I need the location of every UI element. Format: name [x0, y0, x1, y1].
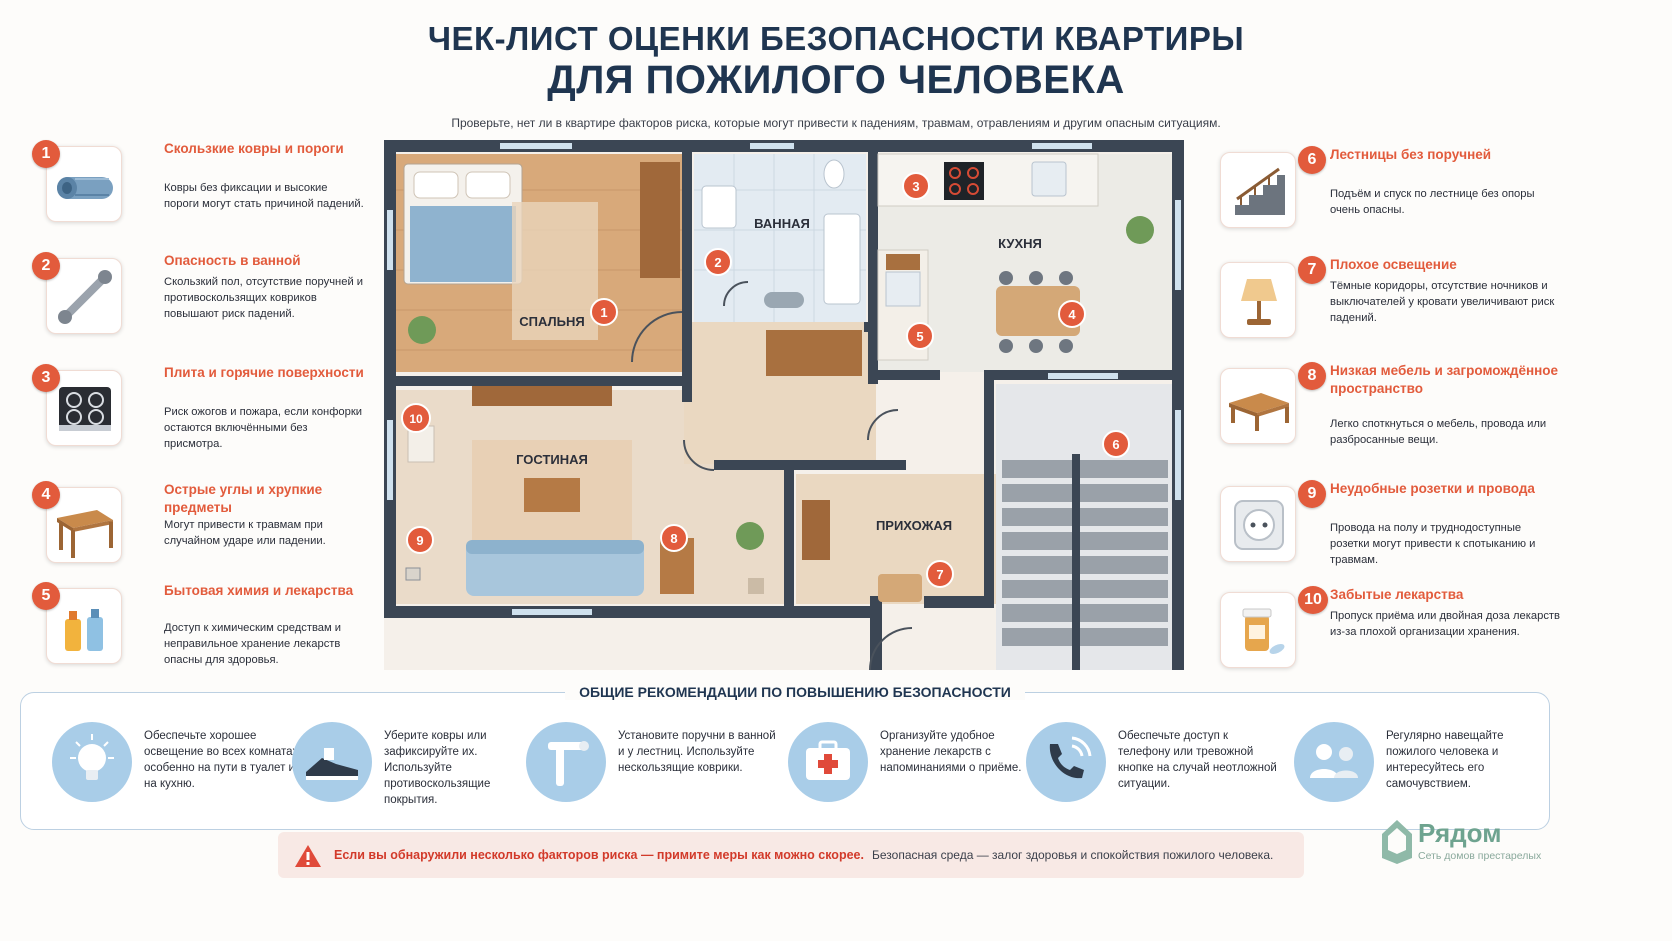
page-title-line2: ДЛЯ ПОЖИЛОГО ЧЕЛОВЕКА	[547, 58, 1125, 102]
first-aid-icon	[788, 722, 868, 802]
risk-number: 10	[1298, 586, 1328, 614]
risk-desc: Пропуск приёма или двойная доза лекарств…	[1330, 610, 1560, 638]
risk-item-10: 10 Забытые лекарства Пропуск приёма или …	[1216, 586, 1560, 696]
risk-title: Плохое освещение	[1330, 257, 1457, 272]
risk-title: Скользкие ковры и пороги	[164, 141, 344, 156]
risk-desc: Ковры без фиксации и высокие пороги могу…	[164, 182, 364, 210]
grab-bar-icon	[46, 258, 122, 334]
risk-item-1: 1 Скользкие ковры и пороги Ковры без фик…	[32, 140, 364, 250]
risk-marker-6: 6	[1102, 430, 1130, 458]
risk-marker-7: 7	[926, 560, 954, 588]
svg-text:9: 9	[416, 533, 423, 548]
room-label-hall: ПРИХОЖАЯ	[876, 518, 952, 533]
room-label-kitchen: КУХНЯ	[998, 236, 1042, 251]
lamp-icon	[1220, 262, 1296, 338]
risk-item-8: 8 Низкая мебель и загромождённое простра…	[1216, 362, 1558, 472]
house-logo-icon	[1382, 820, 1412, 864]
risk-item-9: 9 Неудобные розетки и провода Провода на…	[1216, 480, 1536, 590]
table-icon	[46, 487, 122, 563]
risk-marker-8: 8	[660, 524, 688, 552]
risk-number: 7	[1298, 256, 1326, 284]
risk-marker-1: 1	[590, 298, 618, 326]
svg-text:6: 6	[1112, 437, 1119, 452]
risk-number: 1	[32, 140, 60, 168]
lightbulb-icon	[52, 722, 132, 802]
risk-item-7: 7 Плохое освещение Тёмные коридоры, отсу…	[1216, 256, 1554, 366]
risk-number: 3	[32, 364, 60, 392]
risk-number: 2	[32, 252, 60, 280]
recommendations-title: ОБЩИЕ РЕКОМЕНДАЦИИ ПО ПОВЫШЕНИЮ БЕЗОПАСН…	[565, 684, 1025, 700]
risk-item-6: 6 Лестницы без поручней Подъём и спуск п…	[1216, 146, 1536, 256]
risk-desc: Скользкий пол, отсутствие поручней и про…	[164, 276, 364, 320]
risk-item-3: 3 Плита и горячие поверхности Риск ожого…	[32, 364, 364, 474]
svg-text:1: 1	[600, 305, 607, 320]
recommendation-text: Установите поручни в ванной и у лестниц.…	[618, 730, 776, 774]
room-label-bedroom: СПАЛЬНЯ	[519, 314, 584, 329]
shoe-icon	[292, 722, 372, 802]
brand-tagline: Сеть домов престарелых	[1418, 850, 1542, 862]
low-table-icon	[1220, 368, 1296, 444]
page-title-line1: ЧЕК-ЛИСТ ОЦЕНКИ БЕЗОПАСНОСТИ КВАРТИРЫ	[427, 20, 1245, 57]
risk-marker-4: 4	[1058, 300, 1086, 328]
footer-banner: Если вы обнаружили несколько факторов ри…	[278, 832, 1304, 878]
recommendation-text: Регулярно навещайте пожилого человека и …	[1386, 730, 1504, 790]
recommendation-text: Организуйте удобное хранение лекарств с …	[880, 730, 1022, 774]
risk-title: Опасность в ванной	[164, 253, 301, 268]
phone-icon	[1026, 722, 1106, 802]
svg-text:8: 8	[670, 531, 677, 546]
pill-bottle-icon	[1220, 592, 1296, 668]
risk-title: Плита и горячие поверхности	[164, 365, 364, 380]
footer-warning: Если вы обнаружили несколько факторов ри…	[334, 848, 864, 862]
risk-title: Низкая мебель и загромождённое пространс…	[1330, 363, 1559, 396]
risk-item-4: 4 Острые углы и хрупкие предметы Могут п…	[32, 481, 352, 591]
socket-icon	[1220, 486, 1296, 562]
risk-item-2: 2 Опасность в ванной Скользкий пол, отсу…	[32, 252, 363, 362]
page-subtitle: Проверьте, нет ли в квартире факторов ри…	[451, 116, 1221, 130]
risk-desc: Могут привести к травмам при случайном у…	[164, 519, 326, 547]
room-label-bathroom: ВАННАЯ	[754, 216, 810, 231]
recommendation-text: Уберите ковры или зафиксируйте их. Испол…	[384, 730, 491, 806]
floor-plan: СПАЛЬНЯ ВАННАЯ КУХНЯ ГОСТИНАЯ ПРИХОЖАЯ 1…	[384, 140, 1184, 670]
svg-text:5: 5	[916, 329, 923, 344]
risk-marker-2: 2	[704, 248, 732, 276]
risk-desc: Подъём и спуск по лестнице без опоры оче…	[1330, 188, 1535, 216]
risk-title: Бытовая химия и лекарства	[164, 583, 354, 598]
room-label-living: ГОСТИНАЯ	[516, 452, 588, 467]
risk-desc: Тёмные коридоры, отсутствие ночников и в…	[1330, 280, 1555, 324]
stair-floor	[996, 384, 1172, 670]
risk-desc: Легко споткнуться о мебель, провода или …	[1330, 418, 1547, 446]
handrail-icon	[526, 722, 606, 802]
risk-item-5: 5 Бытовая химия и лекарства Доступ к хим…	[32, 582, 353, 692]
svg-text:7: 7	[936, 567, 943, 582]
risk-number: 9	[1298, 480, 1326, 508]
risk-desc: Риск ожогов и пожара, если конфорки оста…	[164, 406, 363, 450]
stairs-icon	[1220, 152, 1296, 228]
warning-icon	[295, 845, 321, 867]
people-icon	[1294, 722, 1374, 802]
rolled-rug-icon	[46, 146, 122, 222]
recommendation-text: Обеспечьте хорошее освещение во всех ком…	[144, 730, 302, 790]
risk-desc: Провода на полу и труднодоступные розетк…	[1330, 522, 1536, 566]
svg-text:3: 3	[912, 179, 919, 194]
risk-number: 4	[32, 481, 60, 509]
risk-number: 5	[32, 582, 60, 610]
risk-number: 8	[1298, 362, 1326, 390]
risk-marker-3: 3	[902, 172, 930, 200]
recommendation-text: Обеспечьте доступ к телефону или тревожн…	[1118, 730, 1277, 790]
risk-marker-5: 5	[906, 322, 934, 350]
risk-number: 6	[1298, 146, 1326, 174]
footer-note: Безопасная среда — залог здоровья и спок…	[872, 848, 1274, 862]
brand-name: Рядом	[1418, 818, 1502, 848]
svg-text:4: 4	[1068, 307, 1076, 322]
risk-title: Забытые лекарства	[1330, 587, 1464, 602]
brand-logo: Рядом Сеть домов престарелых	[1380, 818, 1560, 868]
risk-marker-9: 9	[406, 526, 434, 554]
risk-title: Острые углы и хрупкие предметы	[164, 482, 323, 515]
risk-marker-10: 10	[401, 403, 431, 433]
svg-text:10: 10	[409, 412, 423, 426]
risk-title: Неудобные розетки и провода	[1330, 481, 1535, 496]
svg-text:2: 2	[714, 255, 721, 270]
risk-title: Лестницы без поручней	[1330, 147, 1492, 162]
risk-desc: Доступ к химическим средствам и неправил…	[164, 622, 342, 666]
